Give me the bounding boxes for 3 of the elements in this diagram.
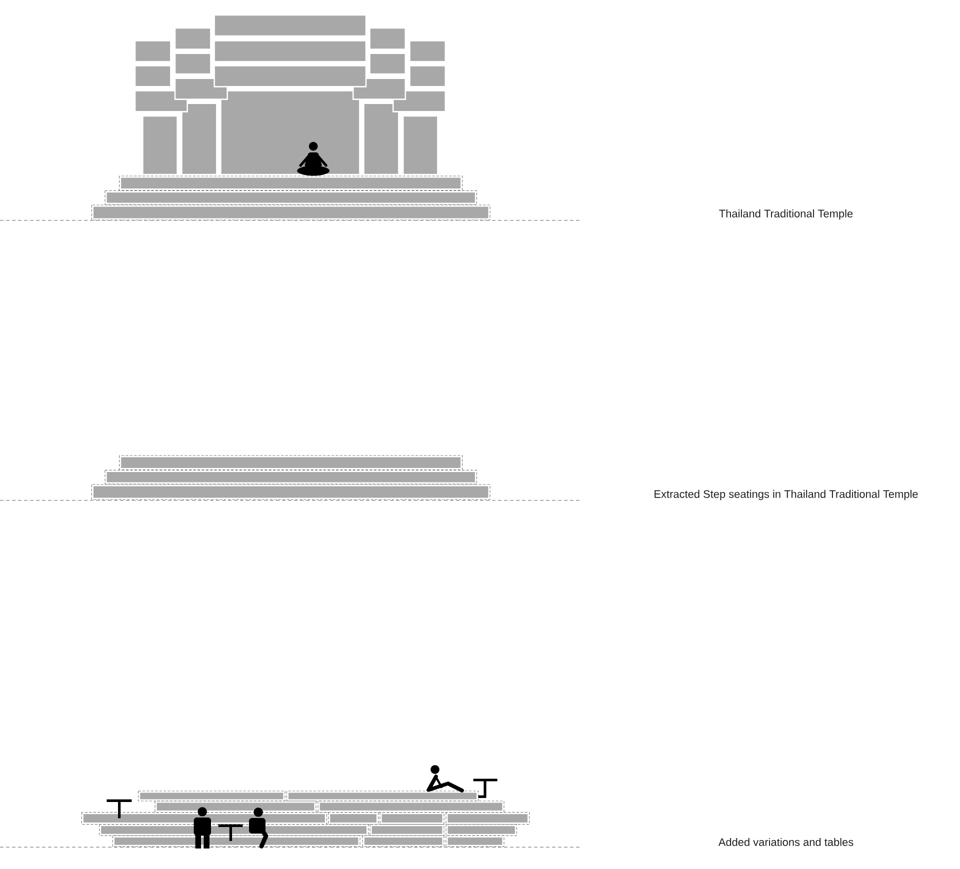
caption: Thailand Traditional Temple bbox=[719, 209, 853, 220]
caption: Added variations and tables bbox=[718, 838, 854, 846]
caption: Extracted Step seatings in Thailand Traditional Temple bbox=[654, 490, 918, 500]
